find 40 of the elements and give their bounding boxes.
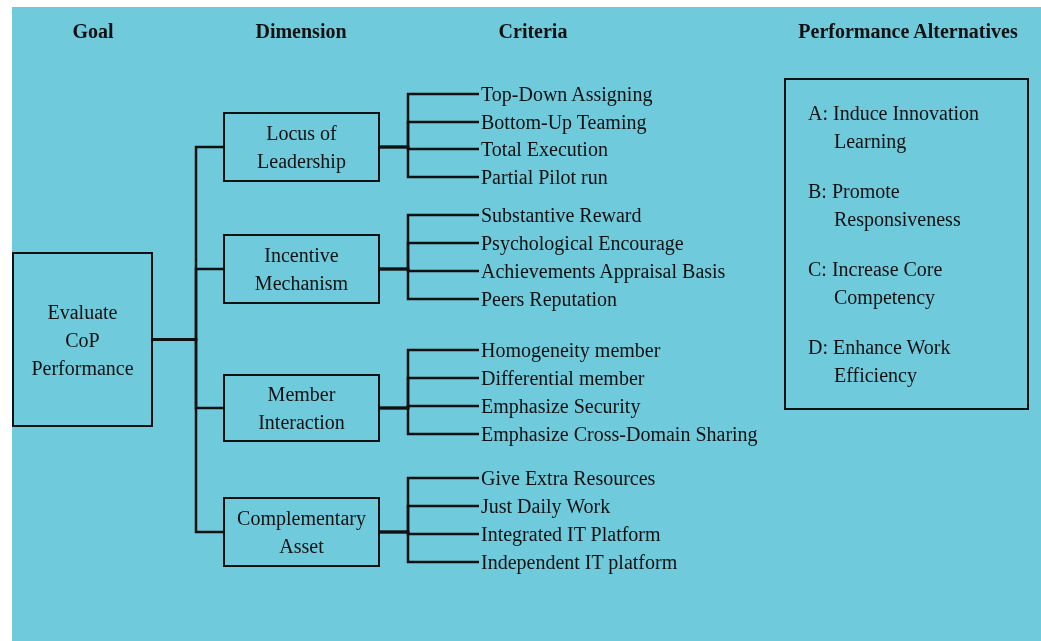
alternative-text: B: Promote Responsiveness xyxy=(808,179,962,233)
dimension-box xyxy=(223,497,380,567)
box-label: Evaluate CoP Performance xyxy=(30,299,135,381)
box-label: Locus of Leadership xyxy=(256,121,347,175)
dimension-box xyxy=(223,234,380,304)
alternatives-box xyxy=(784,78,1029,410)
criterion-text: Top-Down Assigning xyxy=(479,81,655,107)
dimension-box xyxy=(223,374,380,442)
criterion-text: Independent IT platform xyxy=(479,549,680,575)
criterion-text: Differential member xyxy=(479,365,647,391)
alternative-text: A: Induce Innovation Learning xyxy=(808,101,981,155)
column-heading: Criteria xyxy=(498,20,568,43)
criterion-text: Emphasize Cross-Domain Sharing xyxy=(479,421,760,447)
dimension-box xyxy=(223,112,380,182)
column-heading: Dimension xyxy=(255,20,347,43)
connector-line xyxy=(380,267,479,301)
criterion-text: Give Extra Resources xyxy=(479,465,658,491)
box-label: Incentive Mechanism xyxy=(253,243,350,296)
criterion-text: Bottom-Up Teaming xyxy=(479,109,649,135)
criterion-text: Achievements Appraisal Basis xyxy=(479,258,728,284)
connector-line xyxy=(380,406,479,436)
column-heading: Goal xyxy=(72,20,114,43)
criterion-text: Just Daily Work xyxy=(479,493,613,519)
connector-line xyxy=(153,338,223,534)
column-heading: Performance Alternatives xyxy=(798,20,1018,43)
alternative-text: D: Enhance Work Efficiency xyxy=(808,335,952,389)
criterion-text: Peers Reputation xyxy=(479,286,620,312)
criterion-text: Homogeneity member xyxy=(479,337,663,363)
criterion-text: Partial Pilot run xyxy=(479,164,610,190)
connector-line xyxy=(380,145,479,179)
criterion-text: Emphasize Security xyxy=(479,393,643,419)
criterion-text: Integrated IT Platform xyxy=(479,521,663,547)
box-label: Complementary Asset xyxy=(236,506,367,559)
criterion-text: Substantive Reward xyxy=(479,202,644,228)
criterion-text: Psychological Encourage xyxy=(479,230,686,256)
goal-box xyxy=(12,252,153,427)
box-label: Member Interaction xyxy=(257,382,346,435)
alternative-text: C: Increase Core Competency xyxy=(808,257,944,311)
criterion-text: Total Execution xyxy=(479,136,610,162)
connector-line xyxy=(380,530,479,564)
